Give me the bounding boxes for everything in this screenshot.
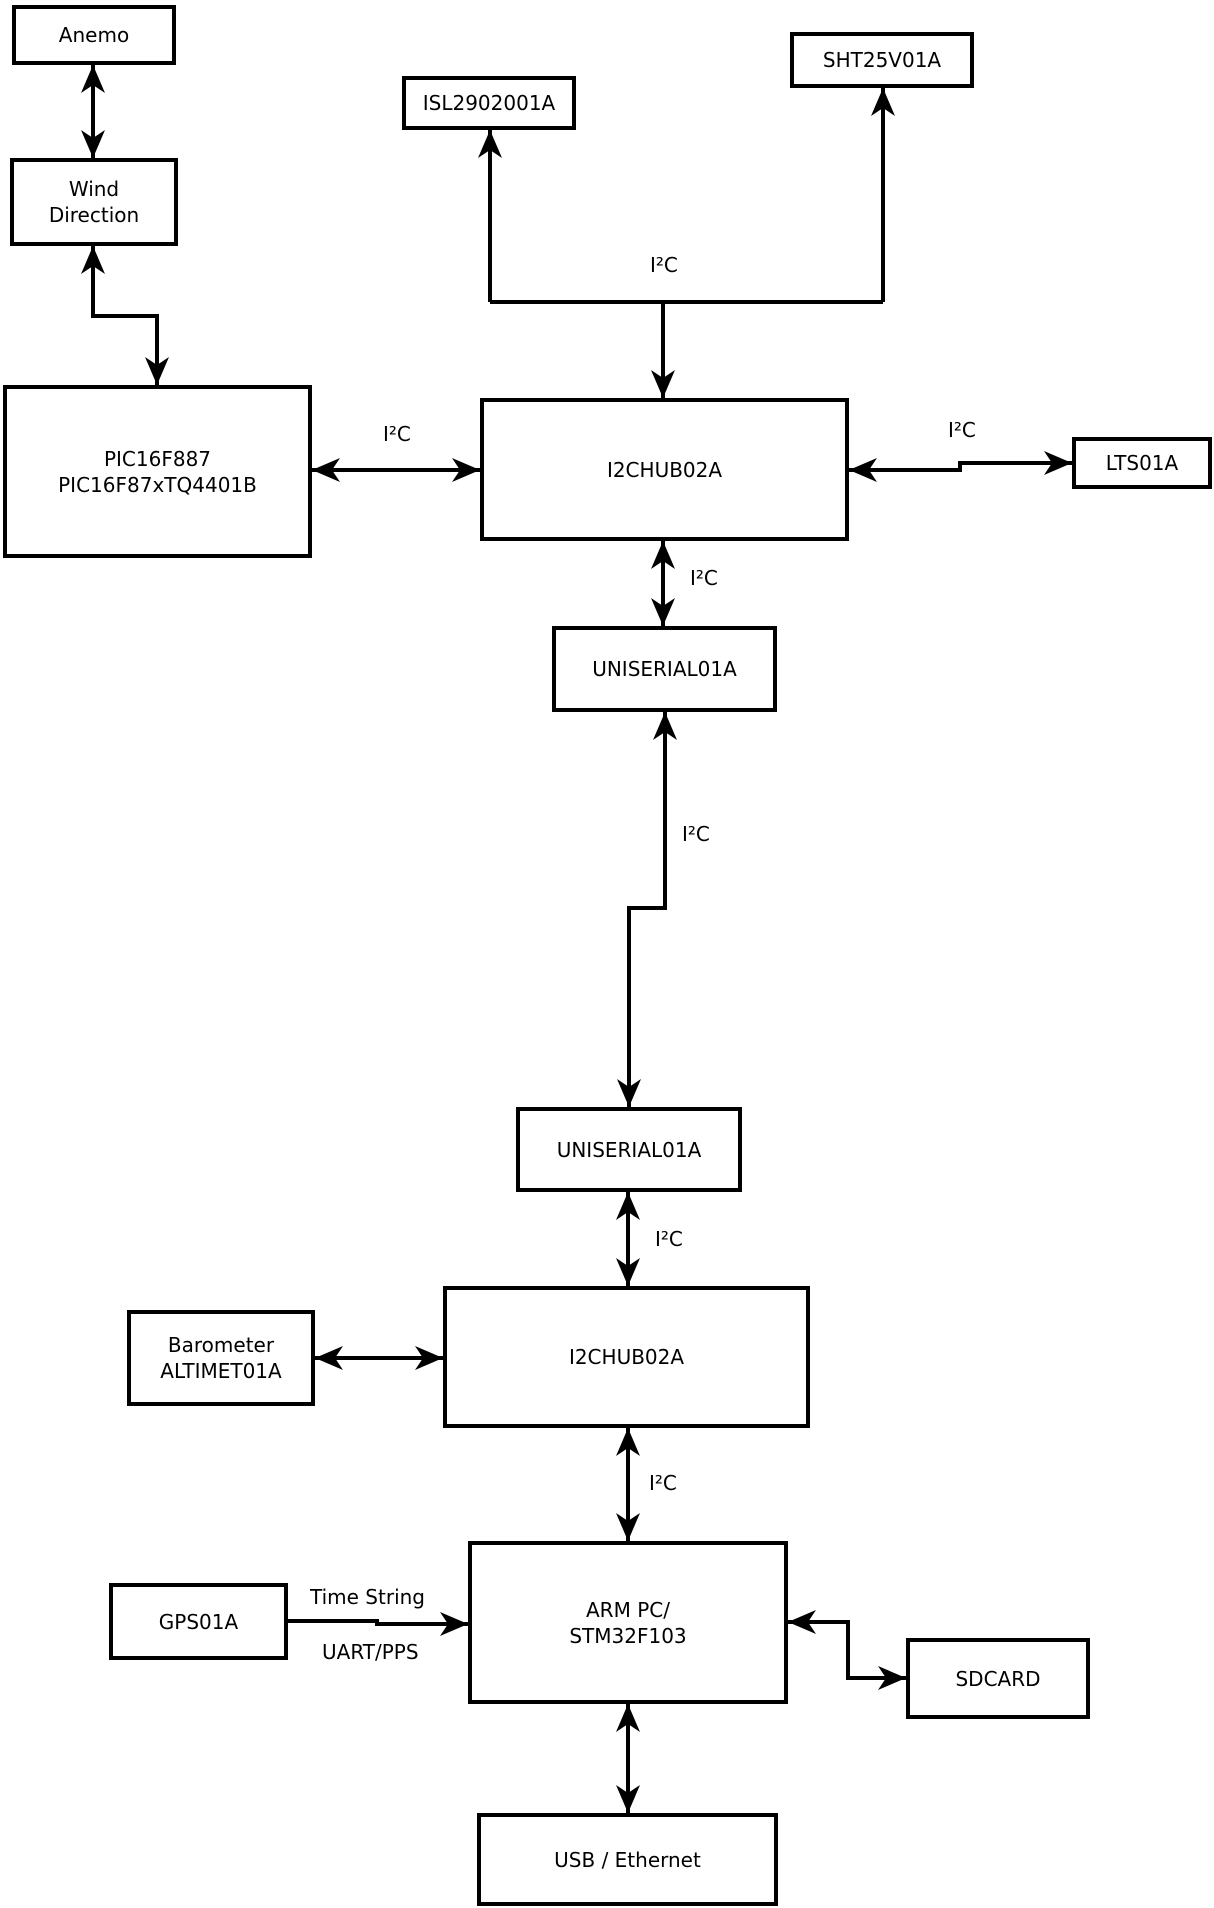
node-lts01a: LTS01A — [1072, 437, 1212, 489]
node-barometer-altimet01a-label: Barometer ALTIMET01A — [160, 1333, 282, 1383]
node-wind-direction-label: Wind Direction — [48, 177, 140, 227]
node-uniserial01a-2-label: UNISERIAL01A — [556, 1137, 702, 1162]
edge-label-i2c-uniserial-link: I²C — [682, 822, 710, 846]
node-pic16f887: PIC16F887 PIC16F87xTQ4401B — [3, 385, 312, 558]
connector-hub1-lts — [849, 451, 1072, 482]
connector-arm-sdcard — [788, 1610, 906, 1690]
connector-gps-arm — [288, 1612, 468, 1636]
node-isl2902001a: ISL2902001A — [402, 76, 576, 130]
edge-label-i2c-hub1-lts: I²C — [948, 418, 976, 442]
node-isl2902001a-label: ISL2902001A — [422, 91, 556, 115]
node-gps01a-label: GPS01A — [158, 1609, 239, 1634]
node-sdcard: SDCARD — [906, 1638, 1090, 1719]
node-uniserial01a-1: UNISERIAL01A — [552, 626, 777, 712]
node-anemo: Anemo — [12, 5, 176, 65]
edge-label-i2c-pic-hub1: I²C — [383, 422, 411, 446]
node-arm-pc-stm32f103: ARM PC/ STM32F103 — [468, 1541, 788, 1704]
node-sht25v01a-label: SHT25V01A — [822, 48, 942, 72]
node-arm-pc-stm32f103-label: ARM PC/ STM32F103 — [569, 1597, 687, 1648]
node-pic16f887-label: PIC16F887 PIC16F87xTQ4401B — [58, 446, 257, 497]
node-usb-ethernet: USB / Ethernet — [477, 1813, 778, 1906]
node-sht25v01a: SHT25V01A — [790, 32, 974, 88]
node-anemo-label: Anemo — [58, 23, 130, 47]
edge-label-i2c-hub1-uniserial1: I²C — [690, 566, 718, 590]
node-uniserial01a-2: UNISERIAL01A — [516, 1107, 742, 1192]
node-wind-direction: Wind Direction — [10, 158, 178, 246]
node-i2chub02a-1-label: I2CHUB02A — [606, 457, 723, 482]
edge-label-i2c-sensors-bus: I²C — [650, 253, 678, 277]
node-i2chub02a-2: I2CHUB02A — [443, 1286, 810, 1428]
edge-label-uart-pps: UART/PPS — [322, 1640, 419, 1664]
node-sdcard-label: SDCARD — [955, 1666, 1041, 1691]
edge-label-time-string: Time String — [310, 1585, 425, 1609]
node-i2chub02a-2-label: I2CHUB02A — [568, 1345, 685, 1369]
node-gps01a: GPS01A — [109, 1583, 288, 1660]
node-lts01a-label: LTS01A — [1105, 451, 1179, 475]
node-barometer-altimet01a: Barometer ALTIMET01A — [127, 1310, 315, 1406]
connector-uniserial1-uniserial2 — [617, 712, 677, 1107]
node-usb-ethernet-label: USB / Ethernet — [554, 1847, 701, 1872]
edge-label-i2c-hub2-arm: I²C — [649, 1471, 677, 1495]
node-i2chub02a-1: I2CHUB02A — [480, 398, 849, 541]
connector-wind-pic — [81, 246, 169, 385]
node-uniserial01a-1-label: UNISERIAL01A — [592, 657, 737, 681]
edge-label-i2c-uniserial2-hub2: I²C — [655, 1227, 683, 1251]
